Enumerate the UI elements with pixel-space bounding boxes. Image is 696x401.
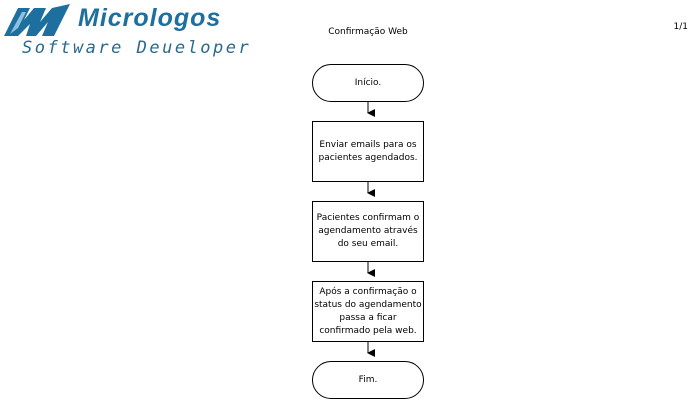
step-label: Após a confirmação o status do agendamen…: [314, 286, 422, 336]
process-step: Enviar emails para os pacientes agendado…: [312, 121, 424, 182]
end-label: Fim.: [358, 374, 378, 385]
end-node: Fim.: [312, 361, 424, 399]
logo-name: Micrologos: [78, 4, 222, 32]
start-label: Início.: [354, 77, 382, 88]
process-step: Pacientes confirmam o agendamento atravé…: [312, 201, 424, 262]
micrologos-logo-icon: [4, 4, 70, 36]
logo-tagline: Software Deueloper: [22, 38, 252, 58]
page-number: 1/1: [673, 22, 688, 32]
page-title: Confirmação Web: [328, 27, 408, 37]
process-step: Após a confirmação o status do agendamen…: [312, 281, 424, 342]
step-label: Pacientes confirmam o agendamento atravé…: [316, 213, 420, 249]
step-label: Enviar emails para os pacientes agendado…: [318, 139, 418, 163]
start-node: Início.: [312, 64, 424, 102]
